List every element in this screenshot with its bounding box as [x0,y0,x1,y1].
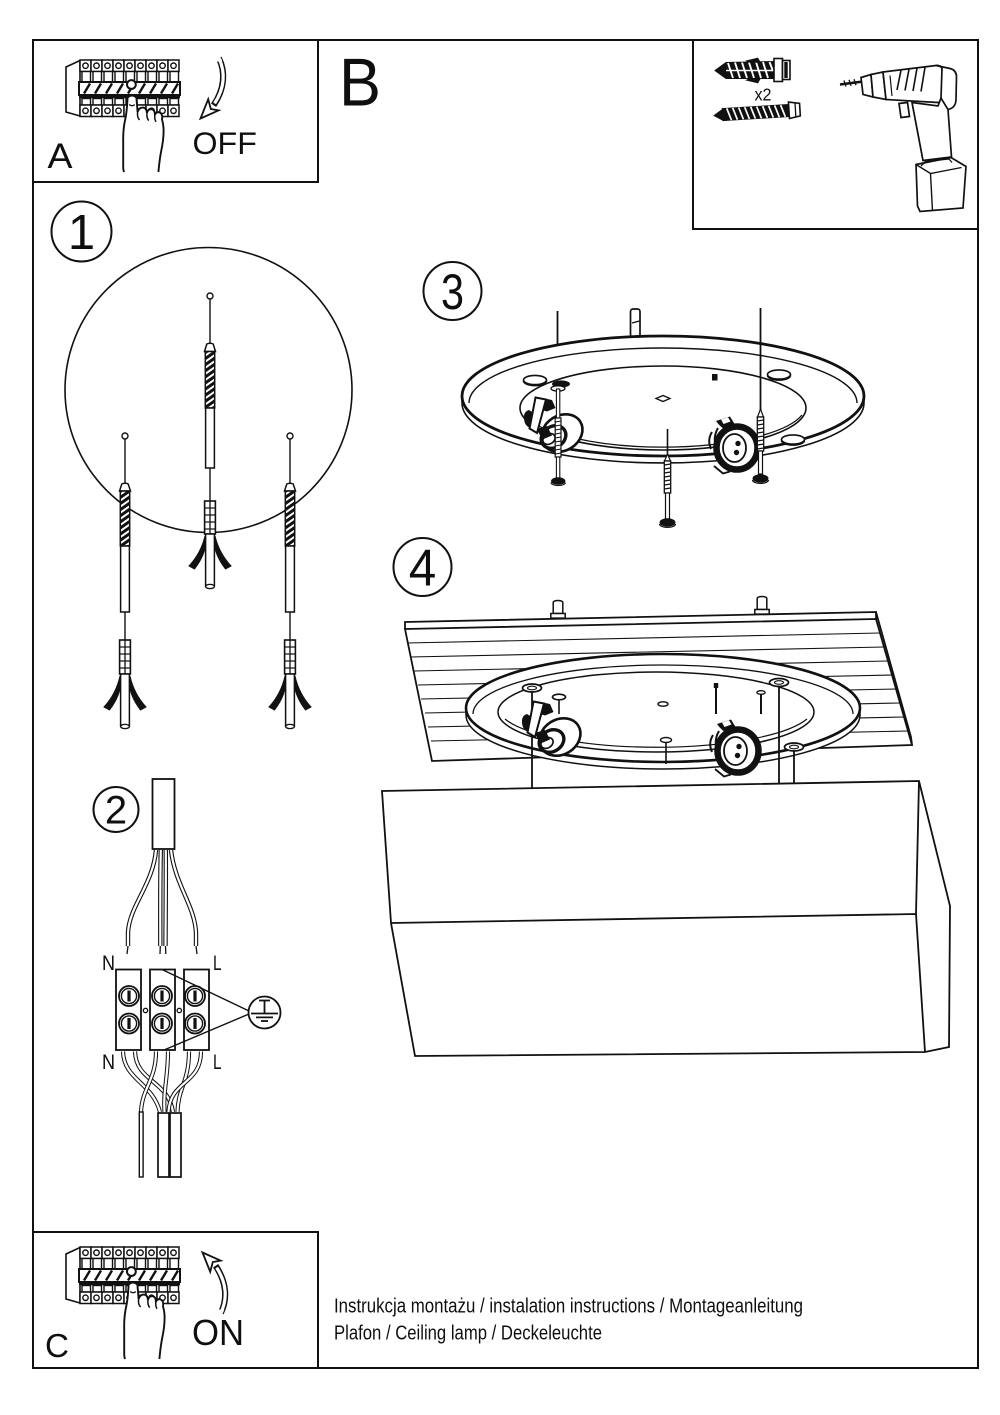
svg-text:3: 3 [441,264,464,320]
svg-text:N: N [102,1051,115,1074]
svg-text:Plafon / Ceiling lamp / Deckel: Plafon / Ceiling lamp / Deckeleuchte [334,1323,602,1345]
svg-text:4: 4 [409,540,437,598]
svg-text:ON: ON [192,1312,244,1353]
svg-text:N: N [102,952,115,975]
svg-text:OFF: OFF [193,126,257,161]
svg-text:2: 2 [105,789,127,833]
svg-text:L: L [213,1051,222,1074]
svg-text:A: A [48,137,74,176]
svg-text:Instrukcja montażu / instalati: Instrukcja montażu / instalation instruc… [334,1295,803,1317]
svg-text:1: 1 [68,206,95,260]
svg-text:L: L [213,952,222,975]
svg-text:B: B [339,45,381,121]
svg-text:x2: x2 [755,85,772,105]
svg-text:C: C [45,1327,69,1364]
